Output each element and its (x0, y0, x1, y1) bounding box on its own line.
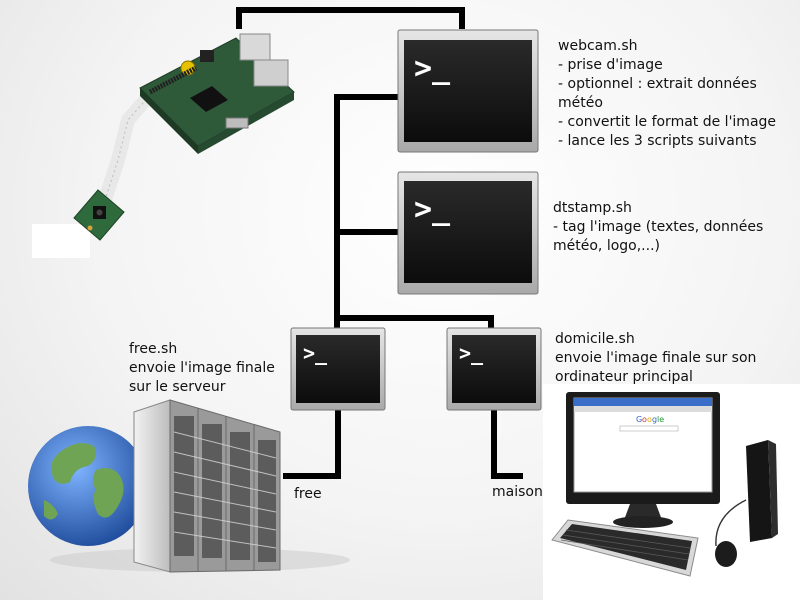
svg-text:o: o (642, 415, 647, 424)
connector-main-trunk (334, 94, 401, 321)
svg-text:G: G (636, 415, 642, 424)
desktop-computer-icon: G o o g le (543, 384, 800, 600)
terminal-free-prompt: >_ (303, 341, 328, 365)
webcam-script-line-5: - lance les 3 scripts suivants (558, 133, 757, 149)
connector-free-to-server (283, 409, 341, 479)
domicile-script-description: domicile.sh envoie l'image finale sur so… (555, 330, 756, 387)
terminal-free-icon: >_ (290, 327, 386, 411)
webcam-script-line-4: - convertit le format de l'image (558, 114, 777, 130)
raspberry-pi-camera-icon (32, 33, 295, 258)
svg-text:g: g (652, 415, 657, 424)
dtstamp-script-line-2: météo, logo,...) (553, 238, 660, 254)
connector-domicile-to-computer (491, 409, 523, 479)
free-script-description: free.sh envoie l'image finale sur le ser… (129, 340, 275, 397)
webcam-script-line-3: météo (558, 95, 603, 111)
terminal-domicile-icon: >_ (446, 327, 542, 411)
webcam-script-line-2: - optionnel : extrait données (558, 76, 757, 92)
terminal-webcam-icon: >_ (397, 29, 539, 153)
domicile-script-name: domicile.sh (555, 331, 635, 347)
terminal-domicile-prompt: >_ (459, 341, 484, 365)
dtstamp-script-line-1: - tag l'image (textes, données (553, 219, 764, 235)
domicile-script-line-2: ordinateur principal (555, 369, 693, 385)
connector-pi-to-webcam (236, 7, 465, 29)
connector-to-domicile (334, 315, 494, 335)
server-globe-icon (28, 399, 350, 573)
svg-text:le: le (657, 415, 664, 424)
terminal-webcam-prompt: >_ (414, 51, 451, 86)
webcam-script-description: webcam.sh - prise d'image - optionnel : … (558, 37, 776, 151)
svg-text:o: o (647, 415, 652, 424)
free-script-line-1: envoie l'image finale (129, 360, 275, 376)
free-script-name: free.sh (129, 341, 178, 357)
destination-maison-label: maison (492, 484, 543, 500)
connector-lines (236, 7, 523, 479)
domicile-script-line-1: envoie l'image finale sur son (555, 350, 757, 366)
dtstamp-script-description: dtstamp.sh - tag l'image (textes, donnée… (553, 199, 763, 256)
terminal-dtstamp-icon: >_ (397, 171, 539, 295)
free-script-line-2: sur le serveur (129, 379, 226, 395)
terminal-dtstamp-prompt: >_ (414, 192, 451, 227)
webcam-script-line-1: - prise d'image (558, 57, 663, 73)
dtstamp-script-name: dtstamp.sh (553, 200, 632, 216)
destination-free-label: free (294, 486, 322, 502)
webcam-script-name: webcam.sh (558, 38, 638, 54)
